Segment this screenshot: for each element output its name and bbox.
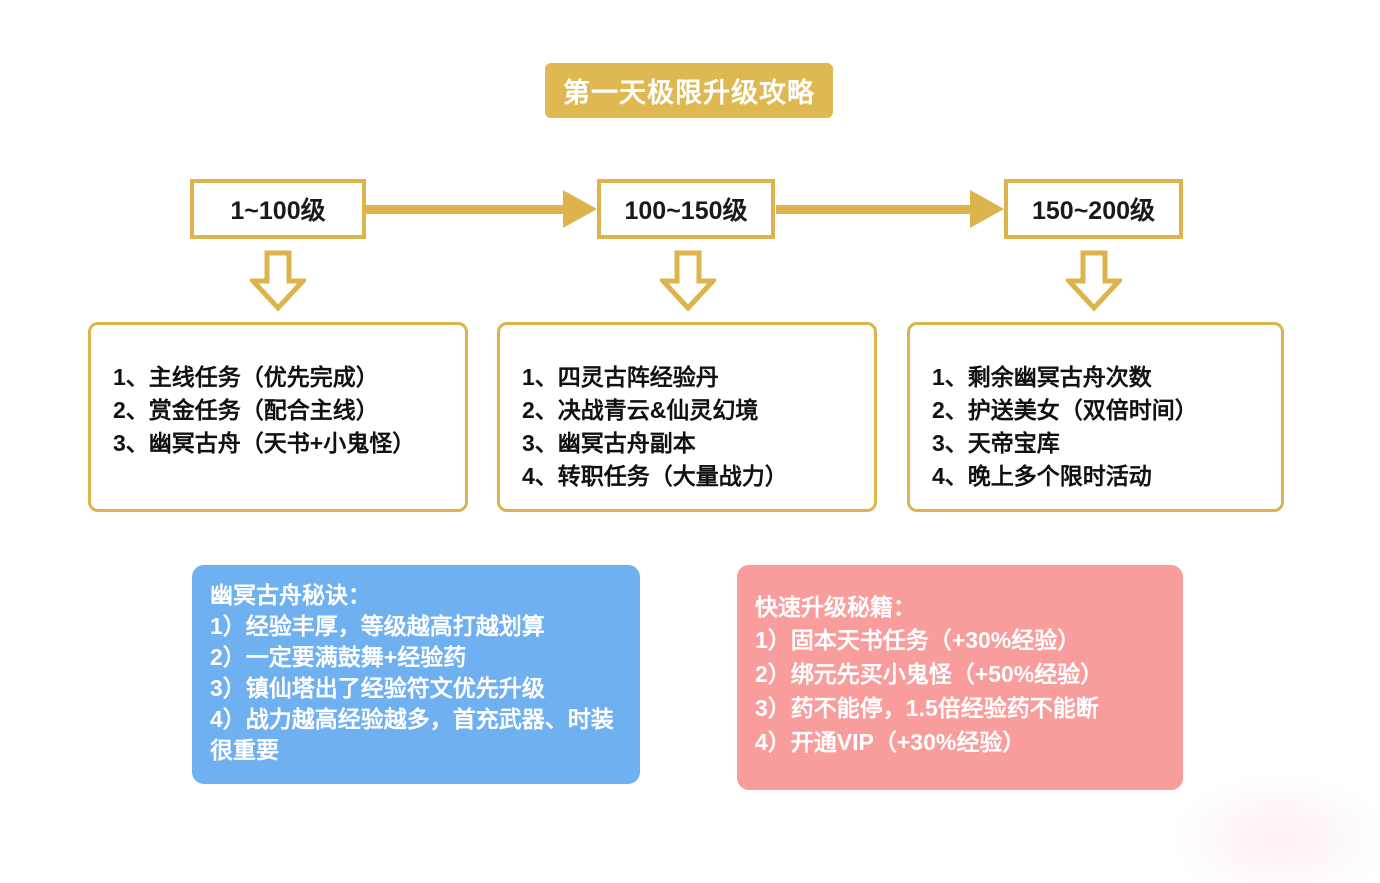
fast-leveling-tips-panel: 快速升级秘籍： 1）固本天书任务（+30%经验） 2）绑元先买小鬼怪（+50%经验… <box>737 565 1183 790</box>
list-item: 3）药不能停，1.5倍经验药不能断 <box>755 695 1099 721</box>
tips-list: 1）经验丰厚，等级越高打越划算 2）一定要满鼓舞+经验药 3）镇仙塔出了经验符文优先… <box>210 611 624 766</box>
tips-panel-title: 幽冥古舟秘诀： <box>210 582 371 608</box>
tips-list: 1）固本天书任务（+30%经验） 2）绑元先买小鬼怪（+50%经验） 3）药不能停，… <box>755 623 1169 759</box>
stage-1-task-list: 1、主线任务（优先完成） 2、赏金任务（配合主线） 3、幽冥古舟（天书+小鬼怪） <box>88 322 468 512</box>
list-item: 3、幽冥古舟副本 <box>522 430 696 456</box>
right-arrow-icon <box>366 190 597 228</box>
down-arrow-icon <box>250 250 306 312</box>
list-item: 4）开通VIP（+30%经验） <box>755 729 1026 755</box>
list-item: 4、转职任务（大量战力） <box>522 463 788 489</box>
stage-box-100-150: 100~150级 <box>597 179 775 239</box>
down-arrow-icon <box>660 250 716 312</box>
list-item: 3）镇仙塔出了经验符文优先升级 <box>210 675 545 701</box>
list-item: 3、幽冥古舟（天书+小鬼怪） <box>113 430 416 456</box>
arrow-head <box>563 190 597 228</box>
stage-box-150-200: 150~200级 <box>1004 179 1183 239</box>
arrow-head <box>970 190 1004 228</box>
stage-3-task-list: 1、剩余幽冥古舟次数 2、护送美女（双倍时间） 3、天帝宝库 4、晚上多个限时活动 <box>907 322 1284 512</box>
watermark <box>1170 773 1380 883</box>
list-item: 2、决战青云&仙灵幻境 <box>522 397 759 423</box>
arrow-shaft <box>366 205 563 214</box>
list-item: 1）经验丰厚，等级越高打越划算 <box>210 613 545 639</box>
right-arrow-icon <box>776 190 1004 228</box>
stage-2-task-list: 1、四灵古阵经验丹 2、决战青云&仙灵幻境 3、幽冥古舟副本 4、转职任务（大量战力） <box>497 322 877 512</box>
list-item: 2、赏金任务（配合主线） <box>113 397 379 423</box>
list-item: 1、剩余幽冥古舟次数 <box>932 364 1152 390</box>
list-item: 2）绑元先买小鬼怪（+50%经验） <box>755 661 1104 687</box>
stage-box-1-100: 1~100级 <box>190 179 366 239</box>
list-item: 1、四灵古阵经验丹 <box>522 364 719 390</box>
guide-title: 第一天极限升级攻略 <box>545 63 833 118</box>
list-item: 1、主线任务（优先完成） <box>113 364 379 390</box>
list-item: 4、晚上多个限时活动 <box>932 463 1152 489</box>
list-item: 2）一定要满鼓舞+经验药 <box>210 644 467 670</box>
list-item: 3、天帝宝库 <box>932 430 1060 456</box>
ghost-boat-tips-panel: 幽冥古舟秘诀： 1）经验丰厚，等级越高打越划算 2）一定要满鼓舞+经验药 3）镇仙塔… <box>192 565 640 784</box>
list-item: 4）战力越高经验越多，首充武器、时装很重要 <box>210 706 614 763</box>
list-item: 2、护送美女（双倍时间） <box>932 397 1198 423</box>
arrow-shaft <box>776 205 970 214</box>
list-item: 1）固本天书任务（+30%经验） <box>755 627 1081 653</box>
tips-panel-title: 快速升级秘籍： <box>755 594 916 620</box>
down-arrow-icon <box>1066 250 1122 312</box>
